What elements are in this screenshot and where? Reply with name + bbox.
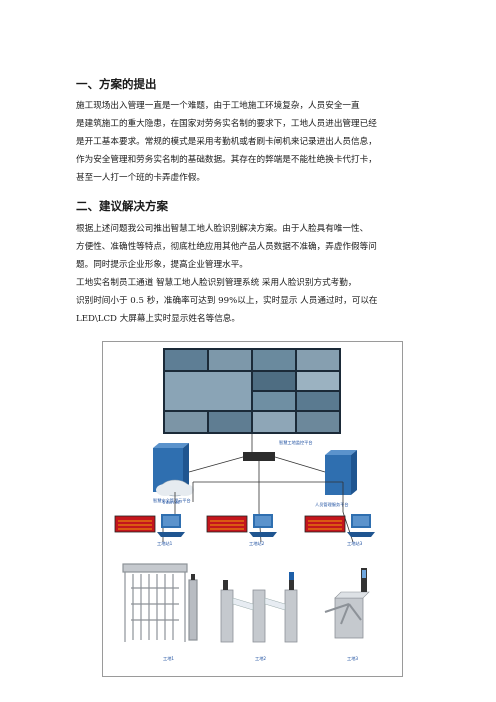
section1-line-3: 是开工基本要求。常规的模式是采用考勤机或者刷卡闸机来记录进出人员信息， — [76, 137, 377, 147]
section2-para1-line-1: 根据上述问题我公司推出智慧工地人脸识别解决方案。由于人脸具有唯一性、 — [76, 224, 369, 234]
section1-line-5: 甚至一人打一个班的卡弄虚作假。 — [76, 173, 205, 183]
full-height-turnstile — [122, 563, 198, 642]
tripod-turnstile — [324, 568, 370, 639]
swing-barrier-gates — [220, 572, 298, 643]
video-wall — [163, 348, 341, 434]
workstation-1 — [157, 514, 185, 537]
diagram-canvas: 智慧工地监控平台 智慧安全管理云平台 人员管理服务平台 Internet — [114, 348, 375, 661]
right-server-label: 人员管理服务平台 — [315, 501, 349, 508]
section2-para2-line-1: 工地实名制员工通道 智慧工地人脸识别管理系统 采用人脸识别方式考勤， — [76, 278, 357, 288]
section1-line-1: 施工现场出入管理一直是一个难题，由于工地施工环境复杂，人员安全一直 — [76, 101, 360, 111]
cloud-label: Internet — [163, 500, 180, 505]
left-server-label: 智慧安全管理云平台 — [153, 497, 191, 504]
section2-para2-line-2: 识别时间小于 0.5 秒，准确率可达到 99%以上，实时显示 人员通过时，可以在 — [76, 296, 378, 306]
cloud-icon — [156, 479, 194, 497]
section1-line-4: 作为安全管理和劳务实名制的基础数据。其存在的弊端是不能杜绝换卡代打卡， — [76, 155, 377, 165]
section1-line-2: 是建筑施工的重大隐患，在国家对劳务实名制的要求下，工地人员进出管理已经 — [76, 119, 377, 129]
network-switch — [243, 452, 275, 461]
led-board-2 — [206, 515, 248, 533]
gate-2-label: 工地2 — [255, 655, 266, 661]
gate-3-label: 工地3 — [347, 655, 358, 661]
workstation-3 — [347, 514, 375, 537]
gate-1-label: 工地1 — [163, 655, 174, 661]
right-server — [325, 450, 357, 495]
system-diagram: 智慧工地监控平台 智慧安全管理云平台 人员管理服务平台 Internet — [102, 341, 403, 677]
led-board-1 — [114, 515, 156, 533]
workstation-1-label: 工地站1 — [157, 540, 173, 547]
workstation-2 — [249, 514, 277, 537]
section2-para2-line-3: LED\LCD 大屏幕上实时显示姓名等信息。 — [76, 314, 240, 324]
led-board-3 — [304, 515, 346, 533]
section1-heading: 一、方案的提出 — [76, 77, 157, 91]
workstation-2-label: 工地站2 — [249, 540, 265, 547]
section2-heading: 二、建议解决方案 — [76, 199, 168, 213]
section2-para1-line-3: 题。同时提示企业形象，提高企业管理水平。 — [76, 260, 248, 270]
platform-label: 智慧工地监控平台 — [279, 439, 313, 446]
workstation-3-label: 工地站3 — [347, 540, 363, 547]
section2-para1-line-2: 方便性、准确性等特点，彻底杜绝应用其他产品人员数据不准确，弄虚作假等问 — [76, 242, 377, 252]
